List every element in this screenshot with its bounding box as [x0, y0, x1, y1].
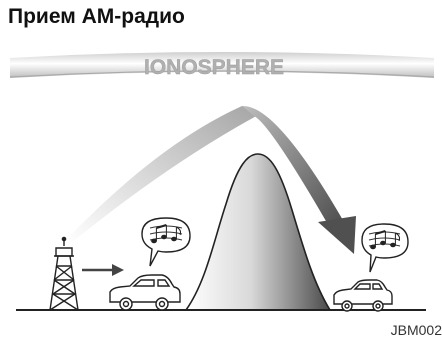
sky-wave-up-arrow: [66, 106, 260, 244]
music-notes-icon: [141, 217, 191, 267]
car-icon: [333, 279, 393, 312]
ground-wave-arrow: [82, 264, 124, 276]
am-radio-figure: IONOSPHERE: [8, 44, 442, 341]
mountain: [184, 153, 332, 311]
page-title: Прием АМ-радио: [8, 5, 185, 28]
music-notes-icon: [361, 223, 409, 273]
car-icon: [109, 274, 181, 311]
ionosphere-label: IONOSPHERE: [144, 56, 284, 79]
am-radio-diagram: IONOSPHERE: [9, 52, 435, 312]
ionosphere-band: [9, 52, 435, 78]
figure-code: JBM002: [390, 322, 442, 338]
radio-tower-icon: [49, 236, 79, 311]
sky-wave-down-arrow: [242, 105, 356, 254]
